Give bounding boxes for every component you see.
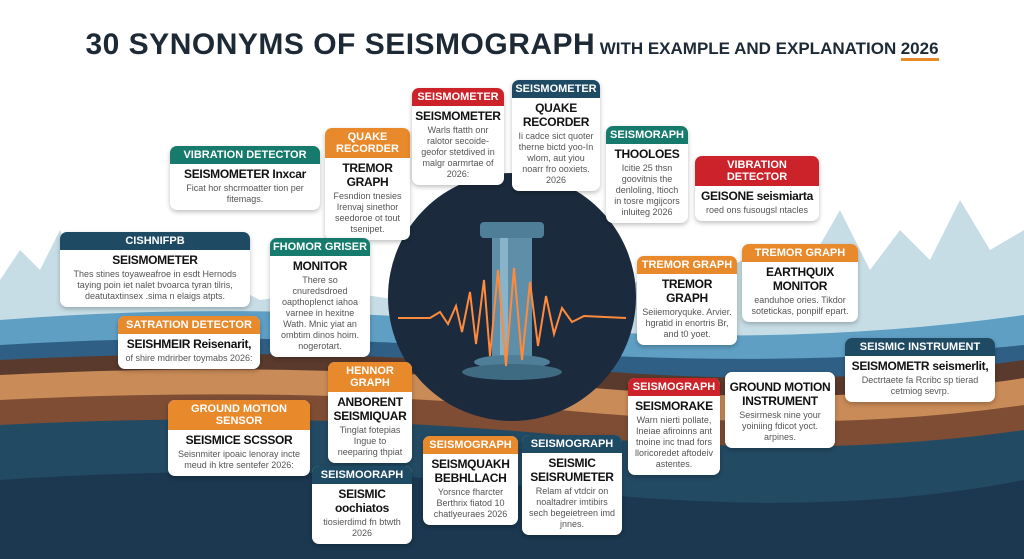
synonym-card: SEISMOMETER SEISMOMETER Warls ftatth onr r… bbox=[412, 88, 504, 185]
card-title: SEISMOMETR seismerlit, bbox=[851, 359, 989, 373]
card-header: CISHNIFPB bbox=[60, 232, 250, 250]
card-title: SEISMICE SCSSOR bbox=[185, 433, 293, 447]
card-header: FHOMOR GRISER bbox=[270, 238, 370, 256]
card-description: Warn nierti pollate, Ineiae afiroinns an… bbox=[634, 415, 714, 469]
synonym-card: SEISMIC INSTRUMENT SEISMOMETR seismerlit,… bbox=[845, 338, 995, 402]
card-description: Ii cadce sict quoter therne bictd yoo-In… bbox=[518, 131, 594, 185]
card-title: SEISMOMETER Inxcar bbox=[184, 167, 306, 181]
card-description: Dectrtaete fa Rcribc sp tierad cetmiog s… bbox=[861, 375, 979, 396]
card-header: HENNOR GRAPH bbox=[328, 362, 412, 392]
card-title: SEISMOMETER bbox=[112, 253, 198, 267]
synonym-card: VIBRATION DETECTOR GEISONE seismiarta roed… bbox=[695, 156, 819, 221]
card-header: SEISMIC INSTRUMENT bbox=[845, 338, 995, 356]
card-title: SEISMIC SEISRUMETER bbox=[530, 456, 614, 484]
card-title: GEISONE seismiarta bbox=[701, 189, 813, 203]
title-year: 2026 bbox=[900, 39, 939, 61]
card-header: SEISMOGRAPH bbox=[628, 378, 720, 396]
card-description: Warls ftatth onr ralotor secoide-geofor … bbox=[421, 125, 495, 179]
card-title: SEISMORAKE bbox=[635, 399, 713, 413]
card-header: TREMOR GRAPH bbox=[637, 256, 737, 274]
card-title: SEISMQUAKH BEBHLLACH bbox=[431, 457, 510, 485]
card-title: QUAKE RECORDER bbox=[522, 101, 590, 129]
card-header: TREMOR GRAPH bbox=[742, 244, 858, 262]
card-title: EARTHQUIX MONITOR bbox=[766, 265, 834, 293]
card-title: SEISHMEIR Reisenarit, bbox=[126, 337, 252, 351]
card-header: SATRATION DETECTOR bbox=[118, 316, 260, 334]
card-header: SEISMOGRAPH bbox=[522, 435, 622, 453]
card-title: THOOLOES bbox=[614, 147, 680, 161]
card-description: Yorsnce fharcter Berthrix fiatod 10 chat… bbox=[433, 487, 508, 519]
card-header: SEISMORAPH bbox=[606, 126, 688, 144]
card-description: Relam af vtdcir on noaltadrer imtibirs s… bbox=[528, 486, 616, 529]
card-header: SEISMOGRAPH bbox=[423, 436, 518, 454]
card-header: VIBRATION DETECTOR bbox=[170, 146, 320, 164]
synonym-card: SEISMORAPH THOOLOES Icitie 25 thsn goovitn… bbox=[606, 126, 688, 223]
card-description: Thes stines toyaweafroe in esdt Hernods … bbox=[73, 269, 237, 301]
card-header: QUAKE RECORDER bbox=[325, 128, 410, 158]
card-description: Ficat hor shcrmoatter tion per fitemags. bbox=[186, 183, 304, 204]
card-title: GROUND MOTION INSTRUMENT bbox=[729, 380, 831, 408]
card-title: TREMOR GRAPH bbox=[342, 161, 393, 189]
synonym-card: GROUND MOTION SENSOR SEISMICE SCSSOR Seisn… bbox=[168, 400, 310, 476]
card-description: tiosierdimd fn btwth 2026 bbox=[323, 517, 401, 538]
title-sub: WITH EXAMPLE AND EXPLANATION bbox=[599, 39, 897, 58]
card-description: roed ons fusougsl ntacles bbox=[705, 205, 809, 215]
card-description: of shire mdrirber toymabs 2026: bbox=[125, 353, 253, 363]
card-description: eanduhoe ories. Tikdor sotetickas, ponpi… bbox=[751, 295, 849, 316]
card-header: SEISMOORAPH bbox=[312, 466, 412, 484]
card-description: Seiiemoryquke. Arvier. hgratid in enortr… bbox=[642, 307, 732, 339]
card-header: SEISMOMETER bbox=[512, 80, 600, 98]
card-header: GROUND MOTION SENSOR bbox=[168, 400, 310, 430]
card-description: Icitie 25 thsn goovitnis the denloling, … bbox=[614, 163, 680, 217]
synonym-card: CISHNIFPB SEISMOMETER Thes stines toyaweaf… bbox=[60, 232, 250, 307]
card-description: Fesndion tnesies Irenvaj sinethor seedor… bbox=[333, 191, 402, 234]
card-header: VIBRATION DETECTOR bbox=[695, 156, 819, 186]
card-description: There so cnuredsdroed oapthoplenct iahoa… bbox=[280, 275, 360, 351]
seismic-wave bbox=[398, 267, 627, 367]
card-title: ANBORENT SEISMIQUAR bbox=[333, 395, 407, 423]
synonym-card: SEISMOGRAPH SEISMORAKE Warn nierti pollate… bbox=[628, 378, 720, 475]
synonym-card: SATRATION DETECTOR SEISHMEIR Reisenarit, o… bbox=[118, 316, 260, 369]
title-main: 30 SYNONYMS OF SEISMOGRAPH bbox=[85, 28, 596, 61]
card-title: MONITOR bbox=[292, 259, 348, 273]
card-title: SEISMOMETER bbox=[415, 109, 501, 123]
card-title: SEISMIC oochiatos bbox=[335, 487, 389, 515]
card-description: Seisnmiter ipoaic lenoray incte meud ih … bbox=[177, 449, 301, 470]
card-description: Tinglat fotepias Ingue to neeparing thpi… bbox=[337, 425, 403, 457]
synonym-card: FHOMOR GRISER MONITOR There so cnuredsdroe… bbox=[270, 238, 370, 357]
page-title: 30 SYNONYMS OF SEISMOGRAPH WITH EXAMPLE … bbox=[0, 28, 1024, 62]
card-title: TREMOR GRAPH bbox=[661, 277, 713, 305]
card-description: Sesirmesk nine your yoiniing fdicot yoct… bbox=[739, 410, 821, 442]
card-header: SEISMOMETER bbox=[412, 88, 504, 106]
